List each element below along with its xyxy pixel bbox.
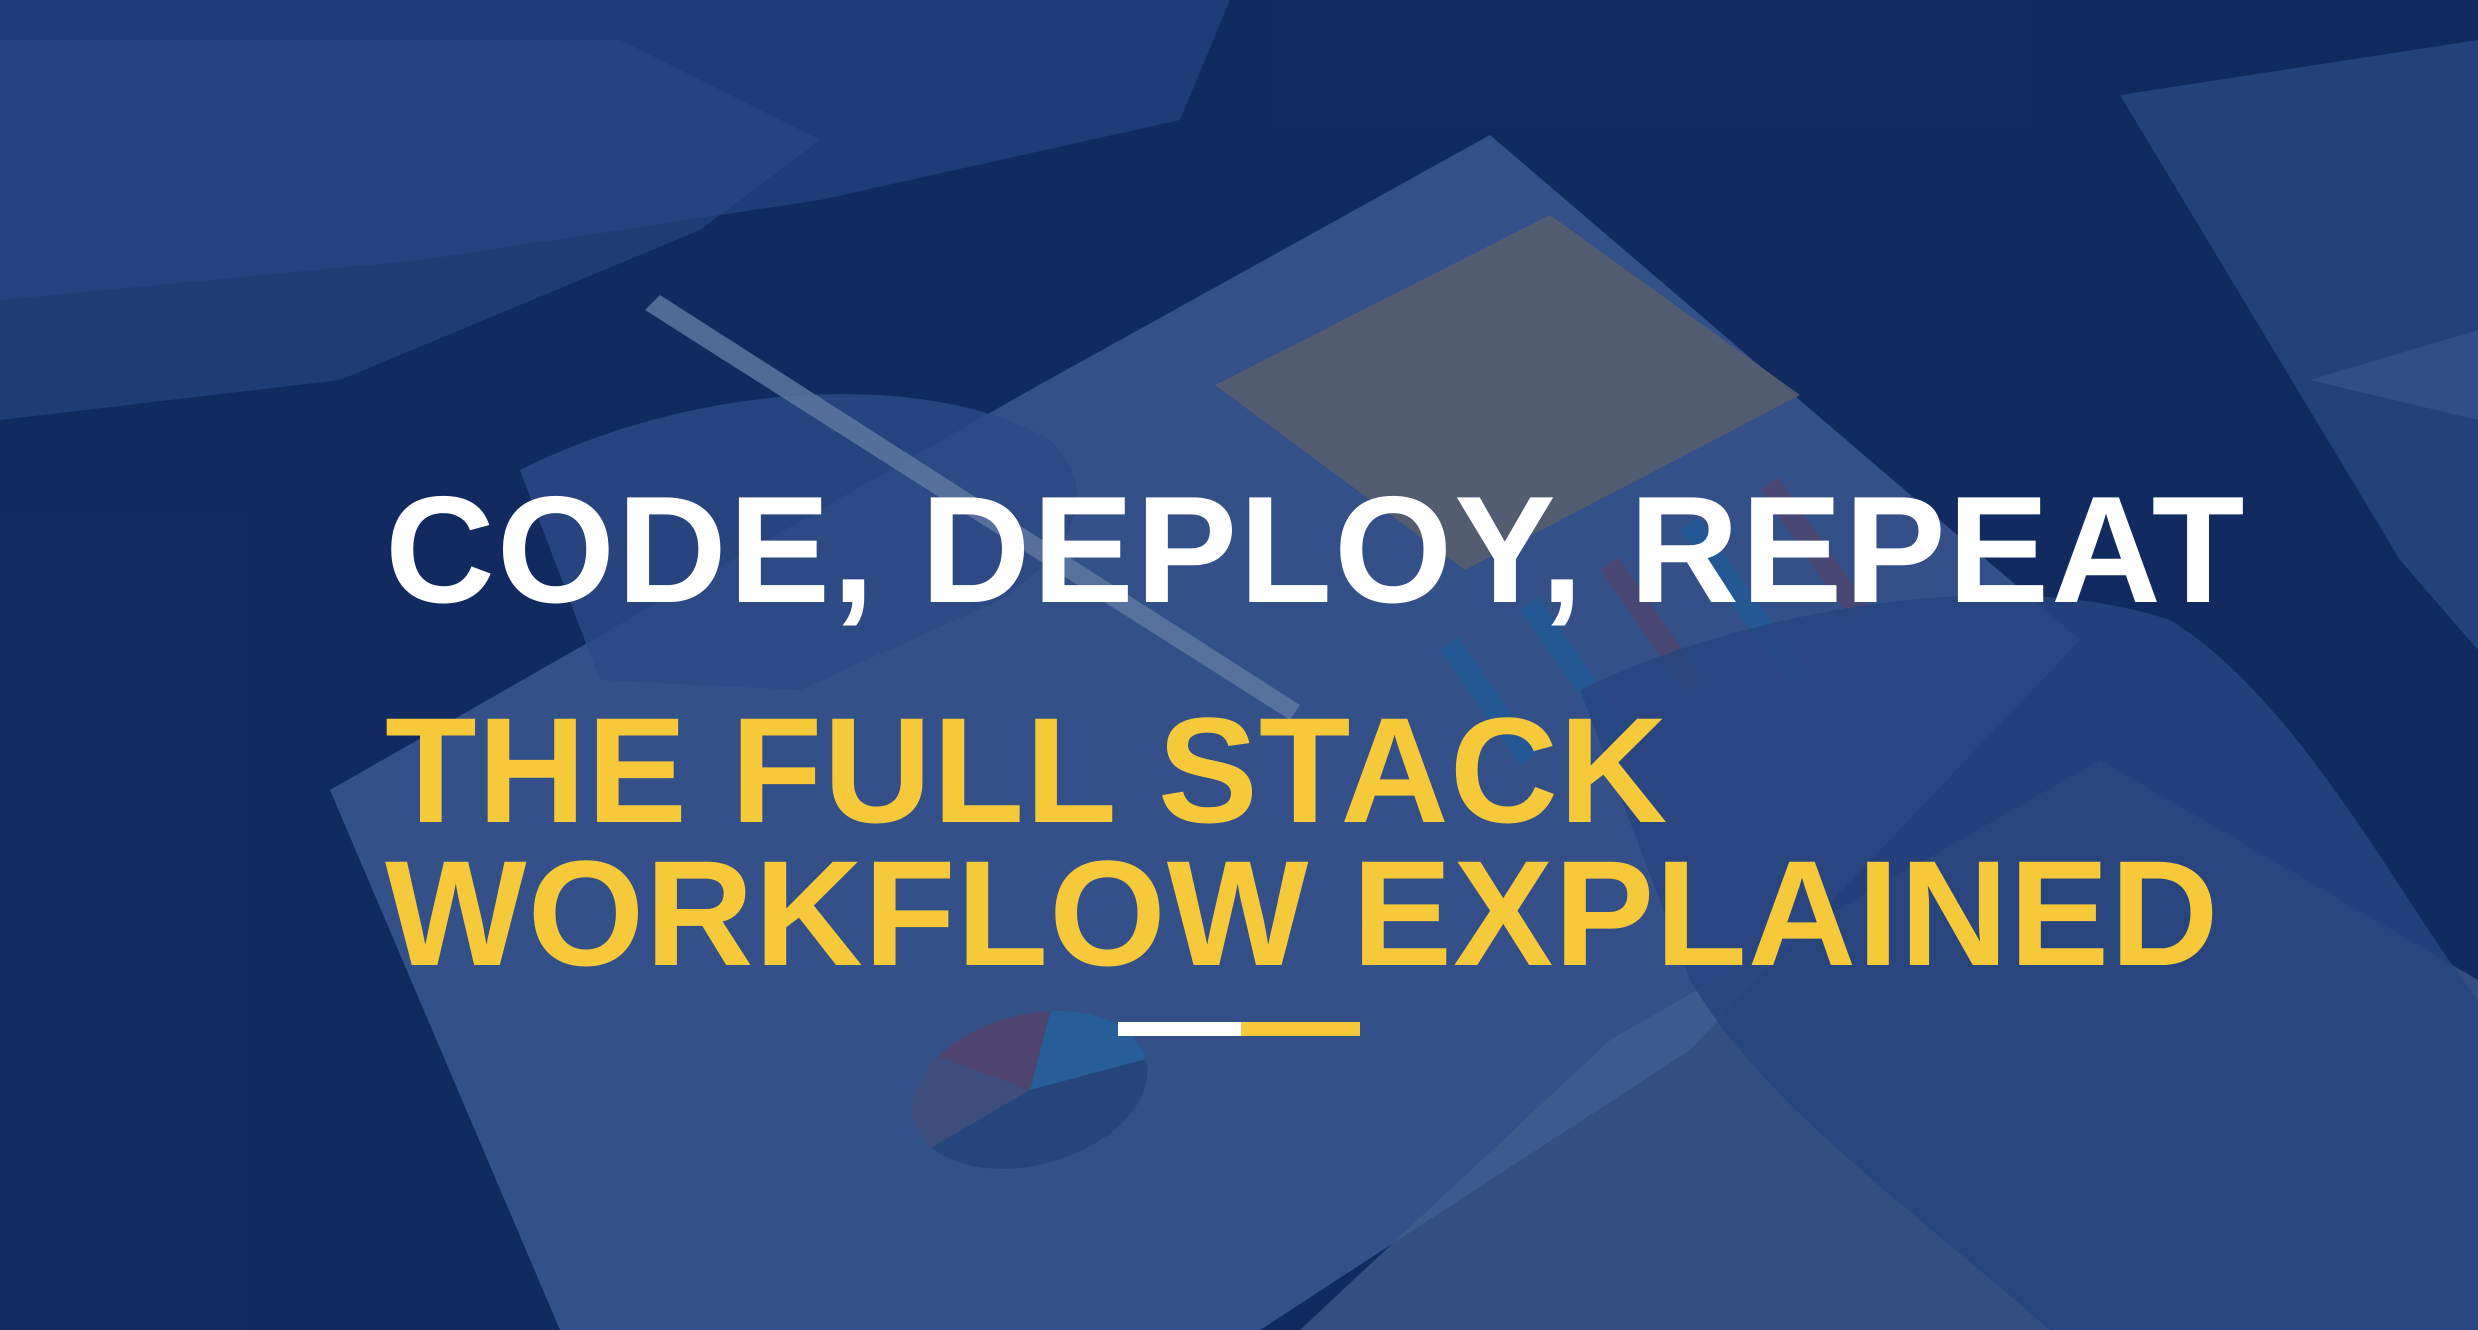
headline-title: CODE, DEPLOY, REPEAT: [385, 465, 2247, 635]
divider-white-segment: [1118, 1022, 1241, 1036]
accent-divider: [1118, 1022, 1360, 1036]
headline-subtitle-line-2: WORKFLOW EXPLAINED: [385, 829, 2220, 997]
divider-yellow-segment: [1241, 1022, 1360, 1036]
headline-subtitle-line-1: THE FULL STACK: [385, 686, 1669, 854]
